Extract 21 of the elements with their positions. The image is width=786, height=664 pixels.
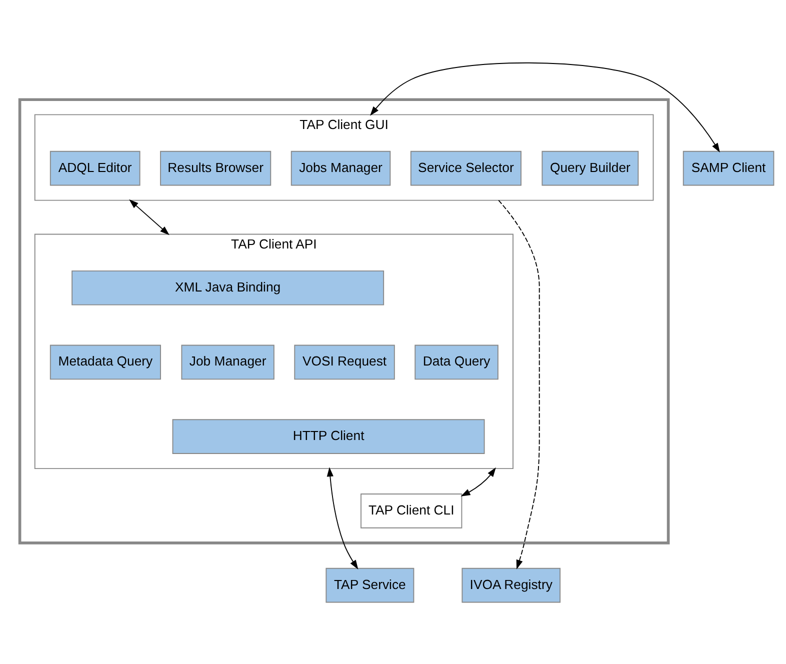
node-box: ADQL Editor xyxy=(50,150,140,186)
node-box: Query Builder xyxy=(542,150,639,186)
node-box: TAP Client CLI xyxy=(360,493,462,528)
node-box: Job Manager xyxy=(181,344,274,380)
arrow xyxy=(370,62,720,152)
node-box: VOSI Request xyxy=(294,344,395,380)
arrow xyxy=(460,466,496,496)
node-box: Service Selector xyxy=(410,150,522,186)
node-box: HTTP Client xyxy=(172,418,485,454)
node-box: IVOA Registry xyxy=(462,567,561,602)
node-box: Jobs Manager xyxy=(290,150,391,186)
arrow xyxy=(498,199,540,569)
cluster xyxy=(18,98,670,544)
node-box: Data Query xyxy=(414,344,498,380)
node-box: TAP Service xyxy=(326,567,414,602)
node-box: SAMP Client xyxy=(682,150,774,186)
node-box: Metadata Query xyxy=(50,344,161,380)
arrow xyxy=(129,198,170,235)
arrow xyxy=(326,466,358,569)
node-box: Results Browser xyxy=(160,150,272,186)
node-box: XML Java Binding xyxy=(72,270,384,305)
